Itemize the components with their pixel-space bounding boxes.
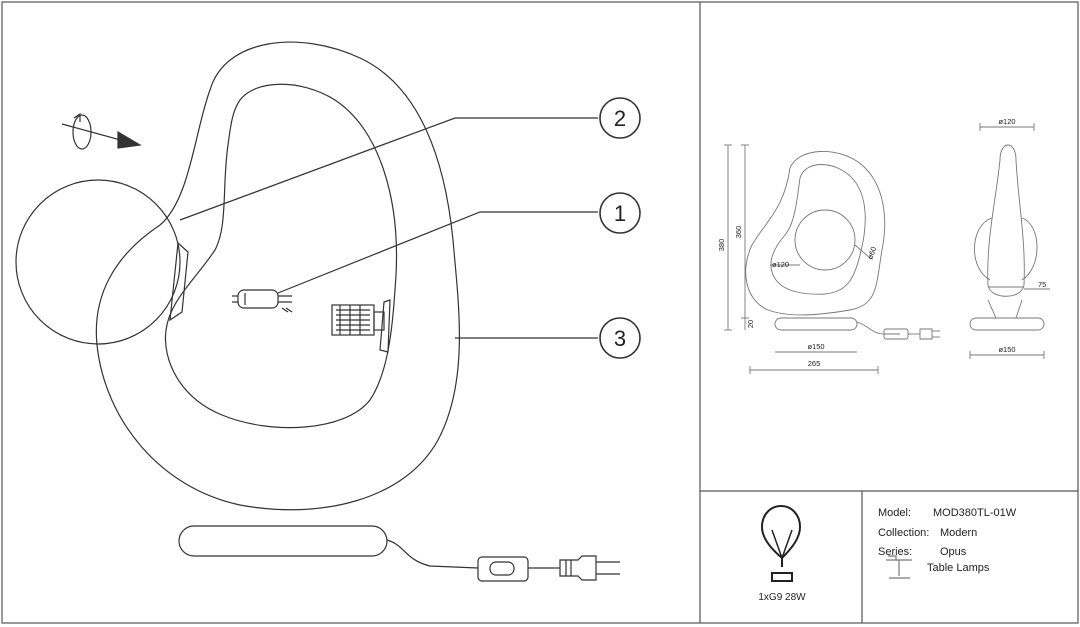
dim-base-height: 20	[746, 320, 755, 328]
dim-bulb-diameter: ø120	[772, 260, 789, 269]
dim-height-frame: 360	[734, 226, 743, 239]
series-value: Opus	[940, 546, 967, 558]
series-label: Series:	[878, 546, 912, 558]
rotation-arrow-icon	[61, 112, 142, 150]
category-value: Table Lamps	[927, 562, 990, 574]
lamp-base	[178, 525, 388, 557]
collection-value: Modern	[940, 527, 977, 539]
front-view	[724, 144, 940, 374]
assembly-drawing	[15, 41, 620, 582]
leader-line-1	[277, 211, 598, 294]
inline-switch	[477, 556, 529, 582]
product-info: Model: MOD380TL-01W Collection: Modern S…	[878, 507, 1017, 579]
dim-frame-diameter: ø60	[865, 245, 878, 260]
leader-line-2	[179, 117, 598, 221]
callout-3-number: 3	[614, 326, 626, 351]
table-lamp-icon	[886, 555, 912, 579]
dim-side-top-diameter: ø120	[998, 117, 1015, 126]
globe-collar	[169, 241, 189, 322]
g9-bulb	[232, 289, 293, 313]
model-value: MOD380TL-01W	[933, 507, 1017, 519]
power-cable	[386, 539, 479, 569]
bulb-spec: 1xG9 28W	[758, 592, 806, 603]
glass-globe	[15, 179, 181, 345]
side-view-labels: ø120 75 ø150	[998, 117, 1046, 354]
dim-total-width: 265	[808, 359, 821, 368]
dim-side-base-diameter: ø150	[998, 345, 1015, 354]
front-view-labels: 380 360 20 ø120 ø60 ø150 265	[717, 226, 878, 368]
dim-side-offset: 75	[1038, 280, 1046, 289]
light-bulb-icon	[760, 504, 802, 582]
lamp-frame-outer	[95, 41, 460, 511]
callout-1-number: 1	[614, 201, 626, 226]
model-label: Model:	[878, 507, 911, 519]
lamp-frame-inner	[164, 83, 398, 429]
side-view	[969, 123, 1050, 359]
lamp-socket	[331, 299, 391, 353]
euro-plug	[559, 555, 620, 581]
callout-3: 3	[599, 317, 641, 359]
callout-2: 2	[599, 97, 641, 139]
collection-label: Collection:	[878, 527, 929, 539]
dim-height-total: 380	[717, 239, 726, 252]
callout-2-number: 2	[614, 106, 626, 131]
dim-base-diameter-front: ø150	[807, 342, 824, 351]
callout-1: 1	[599, 192, 641, 234]
